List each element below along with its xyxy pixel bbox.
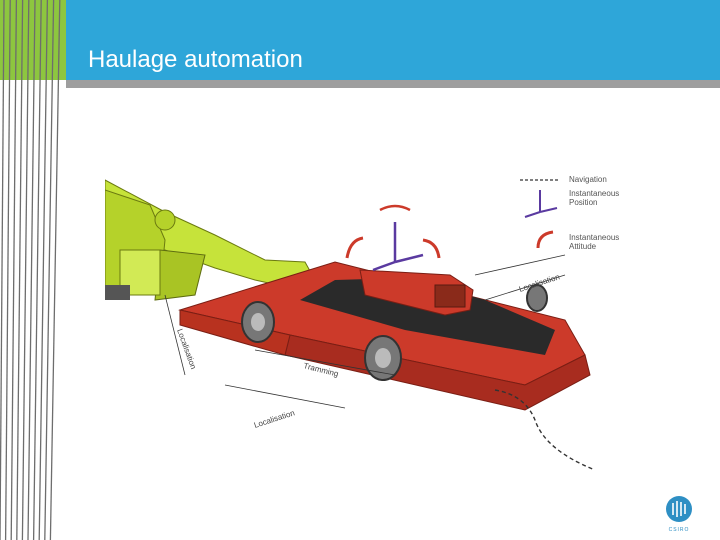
label-localisation-bottom: Localisation xyxy=(253,408,296,430)
guide-lines xyxy=(164,254,596,471)
csiro-logo: CSIRO xyxy=(666,496,692,533)
stripe-line xyxy=(38,0,49,540)
stripe-line xyxy=(44,0,55,540)
stripe-line xyxy=(21,0,30,540)
rotation-arrow-icon xyxy=(379,204,411,212)
stripe-line xyxy=(0,0,5,540)
stripe-line xyxy=(27,0,36,540)
haul-truck-illustration xyxy=(178,261,591,411)
legend-position-line1: Instantaneous xyxy=(569,189,619,198)
rotation-arrow-icon xyxy=(536,230,554,249)
legend: Navigation Instantaneous Position Instan… xyxy=(520,175,619,251)
stripe-line xyxy=(16,0,24,540)
stripe-line xyxy=(32,0,42,540)
position-axes-icon xyxy=(372,222,424,272)
header-divider xyxy=(66,80,720,88)
rotation-arrow-icon xyxy=(422,238,441,259)
axes-icon xyxy=(524,190,558,218)
haulage-diagram: Localisation Localisation Localisation T… xyxy=(105,175,619,471)
logo-text: CSIRO xyxy=(669,527,690,533)
legend-attitude-line2: Attitude xyxy=(569,242,597,251)
rotation-arrow-icon xyxy=(345,236,364,259)
legend-navigation-label: Navigation xyxy=(569,175,607,184)
stripe-line xyxy=(4,0,11,540)
stripe-line xyxy=(10,0,18,540)
slide-title: Haulage automation xyxy=(88,46,303,73)
stripe-line xyxy=(49,0,61,540)
legend-position-line2: Position xyxy=(569,198,597,207)
legend-attitude-line1: Instantaneous xyxy=(569,233,619,242)
loader-illustration xyxy=(105,179,316,301)
header-bar xyxy=(66,0,720,80)
